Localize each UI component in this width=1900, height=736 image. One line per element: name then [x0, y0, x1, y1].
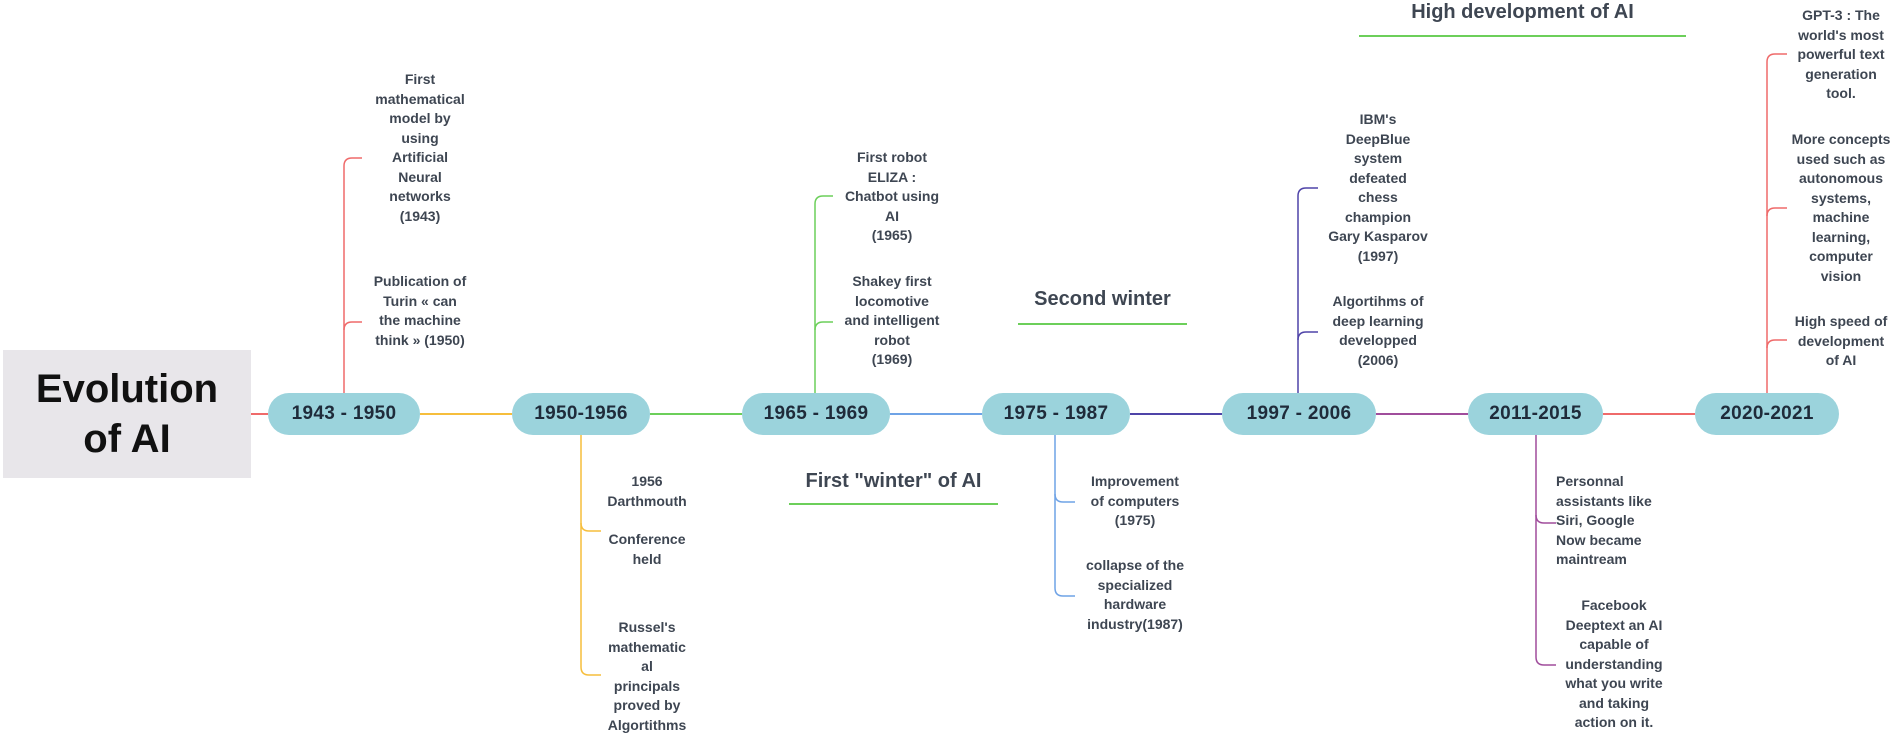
phase-high-development: High development of AI [1411, 1, 1634, 23]
event-deep-learning: Algortihms of deep learning developped (… [1332, 293, 1424, 368]
event-eliza-chatbot: First robot ELIZA : Chatbot using AI (19… [844, 149, 940, 243]
event-facebook-deeptext: Facebook Deeptext an AI capable of under… [1565, 597, 1663, 730]
phase-second-winter: Second winter [1034, 288, 1171, 310]
event-turing-publication: Publication of Turin « can the machine t… [373, 273, 467, 348]
event-darthmouth: 1956 Darthmouth [607, 473, 687, 509]
phase-first-winter: First "winter" of AI [805, 470, 982, 492]
event-gpt3: GPT-3 : The world's most powerful text g… [1797, 7, 1885, 101]
event-deepblue: IBM's DeepBlue system defeated chess cha… [1328, 111, 1428, 264]
event-first-neural-model: First mathematical model by using Artifi… [375, 71, 465, 224]
event-hardware-collapse: collapse of the specialized hardware ind… [1085, 557, 1185, 632]
event-conference-held: Conference held [608, 531, 686, 567]
era-1943-1950: 1943 - 1950 [268, 393, 420, 435]
event-personal-assistants: Personnal assistants like Siri, Google N… [1556, 473, 1652, 567]
era-1950-1956: 1950-1956 [512, 393, 650, 435]
event-shakey-robot: Shakey first locomotive and intelligent … [844, 273, 940, 367]
era-1997-2006: 1997 - 2006 [1222, 393, 1376, 435]
era-2011-2015: 2011-2015 [1468, 393, 1603, 435]
era-2020-2021: 2020-2021 [1695, 393, 1839, 435]
event-computer-improvement: Improvement of computers (1975) [1090, 473, 1180, 528]
event-high-speed: High speed of development of AI [1794, 313, 1888, 368]
diagram-title-box: Evolution of AI [3, 350, 251, 478]
event-russel-principals: Russel's mathematic al principals proved… [607, 619, 687, 733]
event-new-concepts: More concepts used such as autonomous sy… [1791, 131, 1891, 284]
diagram-title: Evolution of AI [35, 367, 219, 461]
era-1965-1969: 1965 - 1969 [742, 393, 890, 435]
era-1975-1987: 1975 - 1987 [982, 393, 1130, 435]
